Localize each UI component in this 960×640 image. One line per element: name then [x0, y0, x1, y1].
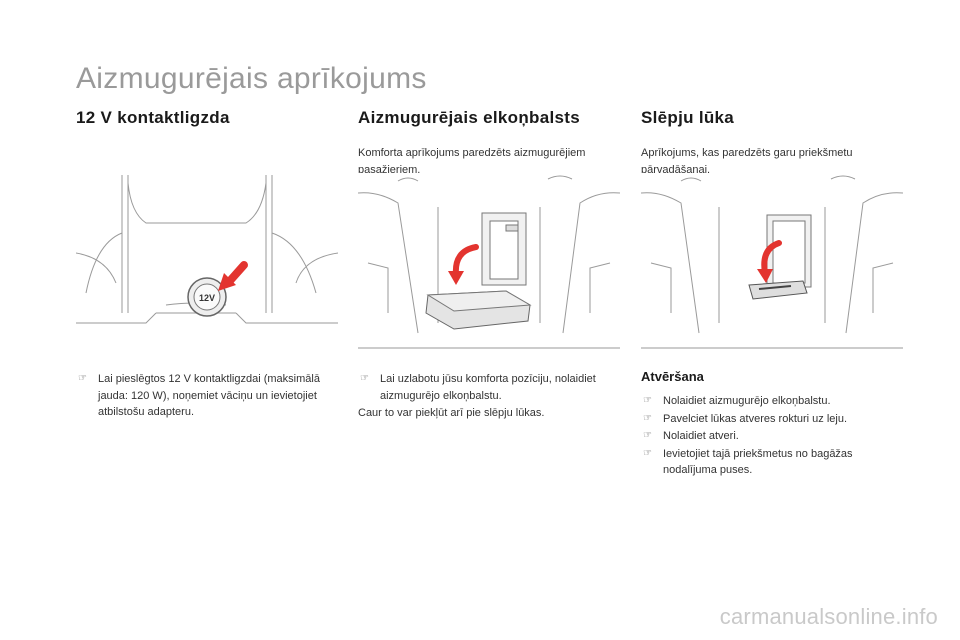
list-item-text: Lai uzlabotu jūsu komforta pozīciju, nol…: [380, 373, 596, 402]
list-item: ☞ Nolaidiet atveri.: [641, 428, 903, 445]
power-socket-icon: 12V: [187, 277, 227, 317]
list-item-text: Nolaidiet atveri.: [663, 430, 739, 442]
list-item-text: Ievietojiet tajā priekšmetus no bagāžas …: [663, 447, 853, 477]
armrest-cushion: [425, 290, 532, 330]
armrest-drawing: [358, 175, 620, 349]
bullets-rear-armrest: ☞ Lai uzlabotu jūsu komforta pozīciju, n…: [358, 371, 620, 422]
section-title-ski-hatch: Slēpju lūka: [641, 108, 735, 127]
socket-drawing: 12V: [76, 175, 338, 324]
bullets-12v-socket: ☞ Lai pieslēgtos 12 V kontaktligzdai (ma…: [76, 371, 338, 422]
subheading-opening: Atvēršana: [641, 369, 704, 384]
illustration-ski-hatch: [641, 173, 903, 356]
watermark: carmanualsonline.info: [719, 604, 938, 629]
column-rear-armrest: Aizmugurējais elkoņbalsts Komforta aprīk…: [358, 108, 620, 179]
bullet-marker-icon: ☞: [643, 430, 652, 441]
list-item: ☞ Lai pieslēgtos 12 V kontaktligzdai (ma…: [76, 371, 338, 421]
hatch-door: [748, 280, 808, 300]
curved-arrow-icon: [448, 244, 479, 285]
list-item: ☞ Pavelciet lūkas atveres rokturi uz lej…: [641, 411, 903, 428]
ski-hatch-drawing: [641, 175, 903, 349]
arrow-pointer-icon: [218, 261, 248, 291]
illustration-12v-socket: 12V: [76, 173, 338, 356]
list-item: ☞ Lai uzlabotu jūsu komforta pozīciju, n…: [358, 371, 620, 404]
list-item-text: Pavelciet lūkas atveres rokturi uz leju.: [663, 412, 848, 425]
illustration-rear-armrest: [358, 173, 620, 356]
column-12v-socket: 12 V kontaktligzda: [76, 108, 338, 128]
list-item-text: Lai pieslēgtos 12 V kontaktligzdai (maks…: [98, 373, 320, 418]
bullet-marker-icon: ☞: [78, 373, 87, 384]
column-ski-hatch: Slēpju lūka Aprīkojums, kas paredzēts ga…: [641, 108, 903, 179]
socket-label: 12V: [199, 293, 215, 303]
curved-arrow-icon: [757, 240, 782, 283]
list-item-text: Nolaidiet aizmugurējo elkoņbalstu.: [663, 395, 831, 407]
bullet-marker-icon: ☞: [643, 395, 652, 406]
list-item: ☞ Ievietojiet tajā priekšmetus no bagāža…: [641, 446, 903, 479]
bullet-marker-icon: ☞: [643, 412, 652, 424]
page-title: Aizmugurējais aprīkojums: [76, 62, 427, 95]
section-title-rear-armrest: Aizmugurējais elkoņbalsts: [358, 108, 580, 127]
bullet-marker-icon: ☞: [643, 447, 652, 459]
bullet-marker-icon: ☞: [360, 373, 369, 384]
section-title-12v-socket: 12 V kontaktligzda: [76, 108, 230, 127]
armrest-note: Caur to var piekļūt arī pie slēpju lūkas…: [358, 407, 545, 419]
bullets-ski-hatch: ☞ Nolaidiet aizmugurējo elkoņbalstu. ☞ P…: [641, 393, 903, 480]
list-item: ☞ Nolaidiet aizmugurējo elkoņbalstu.: [641, 393, 903, 410]
